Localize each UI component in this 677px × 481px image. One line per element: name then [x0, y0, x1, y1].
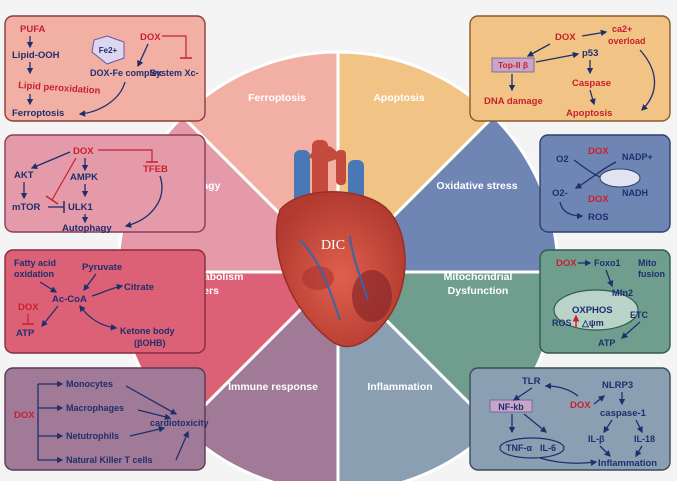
panel-energy: Fatty acid oxidation Pyruvate Ac-CoA Cit… [4, 249, 206, 354]
en-dox: DOX [18, 302, 39, 313]
mi-ros: ROS [552, 318, 572, 328]
inf-inflammation: Inflammation [598, 458, 657, 469]
apo-p53: p53 [582, 48, 598, 59]
apo-top2b: Top-II β [498, 60, 528, 70]
apo-ca-overload-2: overload [608, 36, 646, 46]
en-ketone-2: (βOHB) [134, 338, 166, 348]
cytokine-oval [499, 437, 565, 459]
inf-il-18: IL-18 [634, 434, 655, 444]
im-macrophages: Macrophages [66, 403, 124, 413]
inf-caspase1: caspase-1 [600, 408, 647, 419]
mi-fusion-2: fusion [638, 269, 665, 279]
apo-dox: DOX [555, 32, 576, 43]
inf-nlrp3: NLRP3 [602, 380, 633, 391]
panel-apoptosis: DOX ca2+ overload Top-II β p53 Caspase A… [469, 15, 671, 122]
mi-oxphos: OXPHOS [572, 305, 613, 316]
panel-ferroptosis: PUFA Lipid-OOH Lipid peroxidation Ferrop… [4, 15, 206, 122]
im-nkt: Natural Killer T cells [66, 455, 153, 465]
en-pyruvate: Pyruvate [82, 262, 122, 273]
sector-label-inflammation: Inflammation [367, 381, 432, 393]
ferro-pufa: PUFA [20, 24, 45, 35]
ferro-ferroptosis: Ferroptosis [12, 108, 64, 119]
mi-foxo1: Foxo1 [594, 258, 621, 268]
panel-immune: DOX Monocytes Macrophages Netutrophils N… [4, 367, 209, 471]
sector-label-oxidative: Oxidative stress [436, 180, 517, 192]
ferro-dox-fe: DOX-Fe complex [90, 68, 162, 78]
en-fatty-1: Fatty acid [14, 258, 56, 268]
auto-ulk1: ULK1 [68, 202, 94, 213]
mi-etc: ETC [630, 310, 649, 320]
en-fatty-2: oxidation [14, 269, 54, 279]
ferro-fe2: Fe2+ [99, 46, 118, 55]
panel-oxidative: O2 DOX NADP+ NADH O2- DOX ROS [539, 134, 671, 233]
inf-il6: IL-6 [540, 443, 556, 453]
mi-fusion-1: Mito [638, 258, 657, 268]
panel-autophagy: DOX AKT AMPK TFEB mTOR ULK1 Autophagy [4, 134, 206, 234]
sector-label-immune: Immune response [228, 381, 318, 393]
auto-mtor: mTOR [12, 202, 40, 213]
ox-ros: ROS [588, 212, 609, 223]
mi-dox: DOX [556, 258, 577, 269]
apo-apoptosis: Apoptosis [566, 108, 612, 119]
mi-dpsi: △ψm [581, 318, 604, 328]
en-atp: ATP [16, 328, 35, 339]
sector-label-mito-1: Mitochondrial [444, 271, 513, 283]
im-cardio: cardiotoxicity [150, 418, 209, 428]
apo-dna-damage: DNA damage [484, 96, 543, 107]
ox-dox-bottom: DOX [588, 194, 609, 205]
mi-atp: ATP [598, 338, 615, 348]
ferro-lipid-ooh: Lipid-OOH [12, 50, 60, 61]
ox-nadh: NADH [622, 188, 648, 198]
auto-tfeb: TFEB [143, 164, 168, 175]
panel-mito: DOX Foxo1 Mito fusion Mfn2 OXPHOS ETC RO… [539, 249, 671, 354]
sector-label-mito-2: Dysfunction [448, 285, 509, 297]
apo-caspase: Caspase [572, 78, 611, 89]
en-ketone-1: Ketone body [120, 326, 175, 336]
en-acoa: Ac-CoA [52, 294, 87, 305]
im-monocytes: Monocytes [66, 379, 113, 389]
fe2-icon [91, 35, 125, 65]
mi-mfn2: Mfn2 [612, 288, 633, 298]
inf-dox: DOX [570, 400, 591, 411]
auto-ampk: AMPK [70, 172, 98, 183]
center-label: DIC [321, 238, 345, 253]
ferro-system-xc: System Xc- [150, 68, 199, 78]
ox-dox-top: DOX [588, 146, 609, 157]
mito-small-icon [599, 168, 641, 188]
ferro-dox: DOX [140, 32, 161, 43]
ox-o2minus: O2- [552, 188, 568, 199]
im-dox: DOX [14, 410, 35, 421]
auto-akt: AKT [14, 170, 34, 181]
inf-tnf: TNF-α [506, 443, 532, 453]
sector-label-apoptosis: Apoptosis [373, 92, 424, 104]
panel-inflammation: TLR NLRP3 DOX NF-kb caspase-1 IL-β IL-18… [469, 367, 671, 471]
dna-helix-icon [491, 57, 535, 73]
apo-ca-overload-1: ca2+ [612, 24, 632, 34]
en-citrate: Citrate [124, 282, 154, 293]
dna-icon [489, 399, 533, 413]
inf-nfkb: NF-kb [498, 402, 524, 412]
auto-autophagy: Autophagy [62, 223, 112, 234]
sector-label-ferroptosis: Ferroptosis [248, 92, 306, 104]
auto-dox: DOX [73, 146, 94, 157]
ox-nadp: NADP+ [622, 152, 653, 162]
inf-tlr: TLR [522, 376, 541, 387]
inf-il-b: IL-β [588, 434, 605, 444]
ox-o2: O2 [556, 154, 569, 165]
im-neutrophils: Netutrophils [66, 431, 119, 441]
heart-illustration: DIC [275, 140, 406, 348]
